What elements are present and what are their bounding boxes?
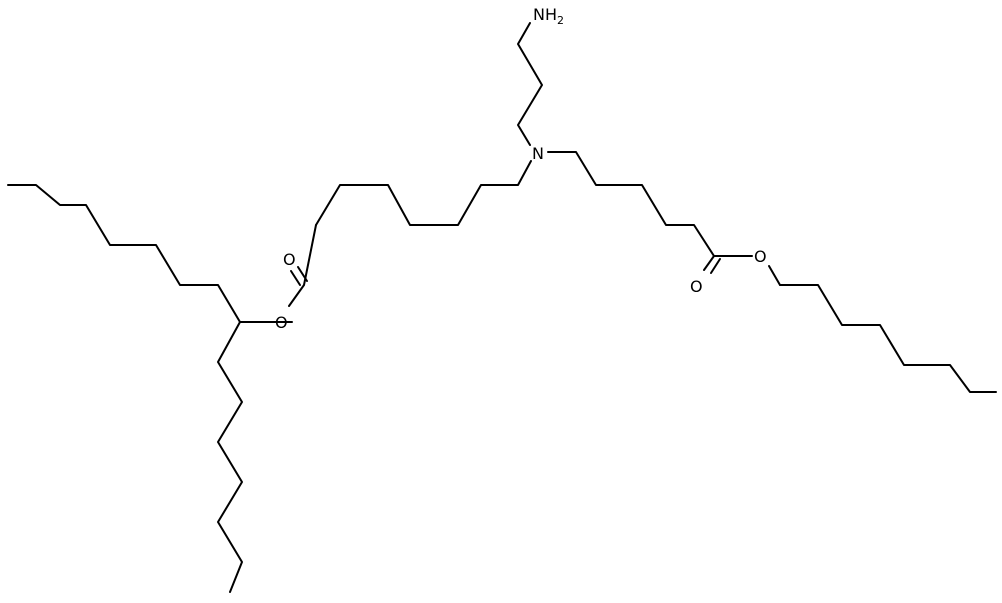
left-alkyl-chain: [315, 160, 532, 226]
branch-lower-tail: [217, 321, 243, 593]
right-carbonyl-bond-a: [703, 255, 715, 271]
right-ester-oxygen-label: O: [754, 247, 767, 266]
right-carbonyl-oxygen-label: O: [690, 277, 703, 296]
right-carbonyl-bond-b: [710, 258, 721, 274]
amine-label: NH2: [533, 5, 564, 27]
left-ester-oxygen-label: O: [275, 313, 288, 332]
tertiary-nitrogen-label: N: [532, 144, 544, 163]
left-ester-c-o-bond: [288, 224, 317, 307]
branch-upper-tail: [7, 184, 241, 323]
right-ester-o-c-bond: [768, 265, 781, 286]
right-alkyl-chain: [547, 151, 715, 257]
octyl-chain: [779, 284, 997, 393]
left-carbonyl-bond-a: [290, 270, 301, 286]
left-ester-group: [239, 224, 317, 323]
aminopropyl-chain: [517, 22, 543, 146]
right-ester-group: [703, 255, 781, 286]
left-carbonyl-oxygen-label: O: [283, 250, 296, 269]
left-carbonyl-bond-b: [297, 266, 308, 282]
